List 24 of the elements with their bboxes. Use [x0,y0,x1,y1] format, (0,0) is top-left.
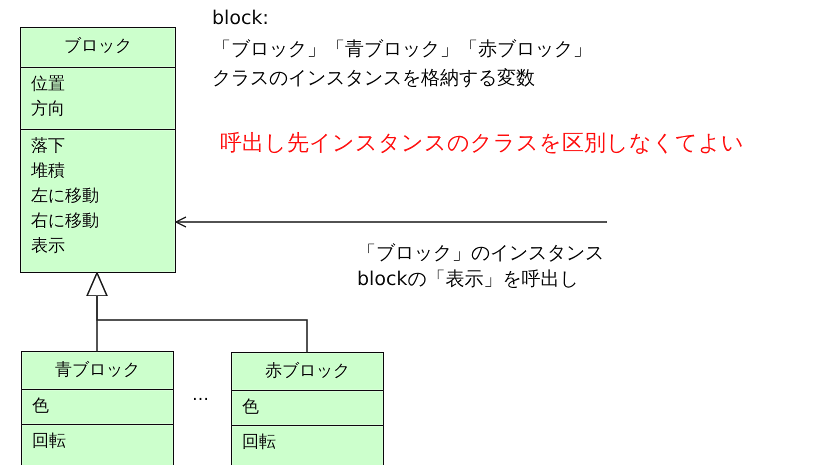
variable-note: block: [212,7,269,29]
method-name: 右に移動 [31,211,99,231]
highlight-note: 呼出し先インスタンスのクラスを区別しなくてよい [220,130,744,158]
attribute-name: 色 [242,397,259,417]
variable-note: クラスのインスタンスを格納する変数 [212,66,535,91]
attribute-name: 位置 [31,74,65,94]
generalization-arrow [86,272,308,352]
class-name: ブロック [64,36,132,56]
call-arrow [175,216,607,228]
method-name: 表示 [31,236,65,256]
method-name: 回転 [242,432,276,452]
attribute-name: 色 [32,396,49,416]
method-name: 左に移動 [31,186,99,206]
method-name: 堆積 [31,161,65,181]
class-name: 青ブロック [55,360,140,380]
class-box [21,351,174,465]
variable-note: 「ブロック」「青ブロック」「赤ブロック」 [212,37,592,62]
class-box [20,27,176,273]
attribute-name: 方向 [31,99,65,119]
method-name: 回転 [32,431,66,451]
method-name: 落下 [31,136,65,156]
class-name: 赤ブロック [265,361,350,381]
class-box [231,352,384,465]
ellipsis: … [192,385,209,405]
